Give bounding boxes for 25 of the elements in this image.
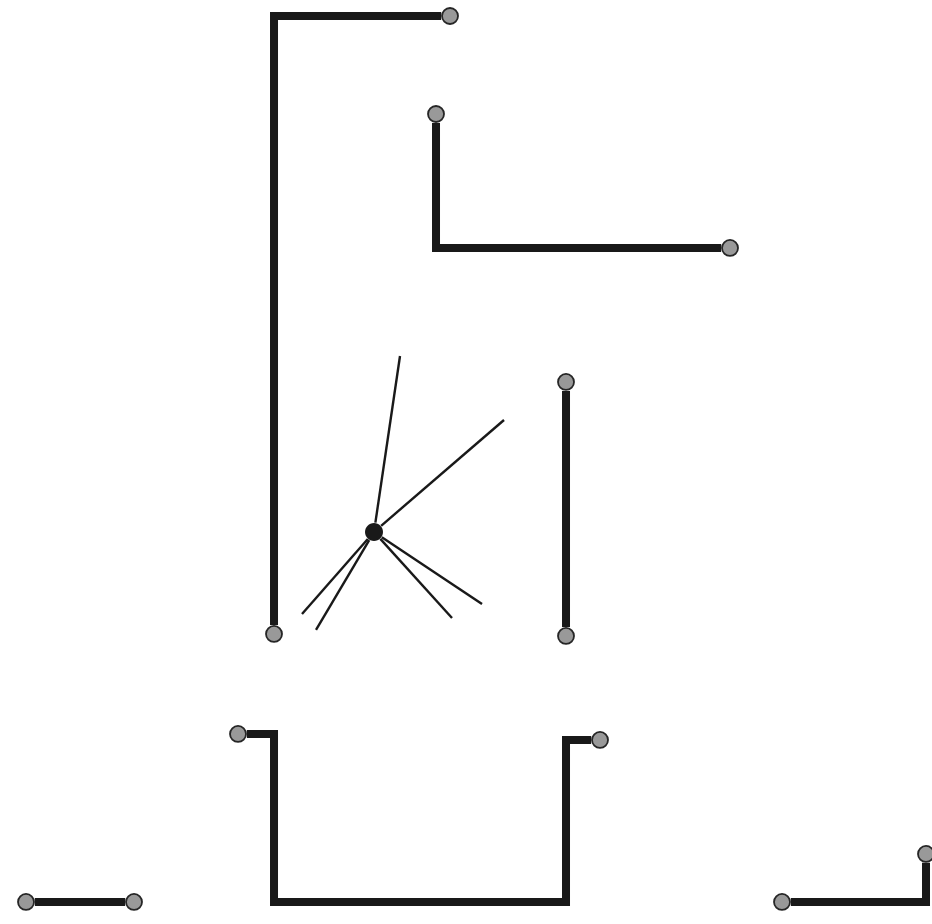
line — [301, 538, 369, 615]
wire — [246, 729, 592, 906]
line — [381, 536, 483, 605]
line — [380, 419, 505, 527]
line — [314, 539, 371, 631]
wire — [562, 390, 570, 628]
junction-dot — [365, 522, 383, 541]
terminal-dot — [591, 731, 609, 749]
wire — [270, 12, 442, 626]
wire — [34, 897, 126, 906]
terminal-dot — [441, 7, 459, 25]
wire — [790, 862, 930, 906]
terminal-dot — [427, 105, 445, 123]
wire — [432, 122, 722, 252]
line — [379, 538, 453, 619]
terminal-dot — [229, 725, 247, 743]
terminal-dot — [721, 239, 739, 257]
terminal-dot — [17, 893, 35, 911]
terminal-dot — [125, 893, 143, 911]
terminal-dot — [557, 627, 575, 645]
terminal-dot — [917, 845, 932, 863]
line — [374, 355, 402, 523]
terminal-dot — [265, 625, 283, 643]
terminal-dot — [557, 373, 575, 391]
terminal-dot — [773, 893, 791, 911]
